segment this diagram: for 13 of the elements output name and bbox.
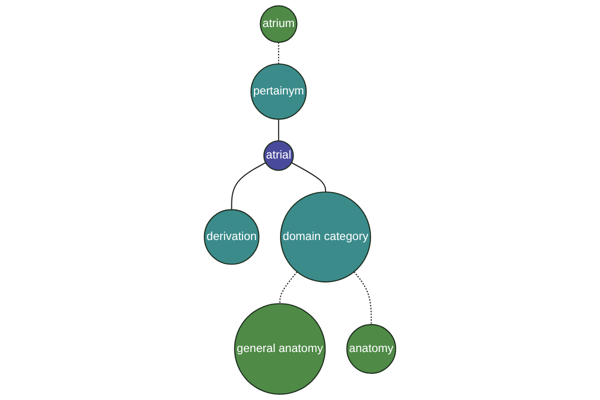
node-circle: derivation <box>204 209 260 265</box>
node-circle: pertainym <box>250 63 307 120</box>
connector <box>278 119 280 141</box>
node-circle: atrium <box>260 5 298 43</box>
connector <box>279 271 298 304</box>
connector <box>231 162 266 210</box>
node-circle: domain category <box>280 191 372 282</box>
connector <box>354 271 372 325</box>
node-circle: atrial <box>263 140 294 171</box>
connector <box>278 42 280 64</box>
connector <box>291 162 326 192</box>
node-circle: anatomy <box>346 324 396 374</box>
node-circle: general anatomy <box>234 303 326 395</box>
